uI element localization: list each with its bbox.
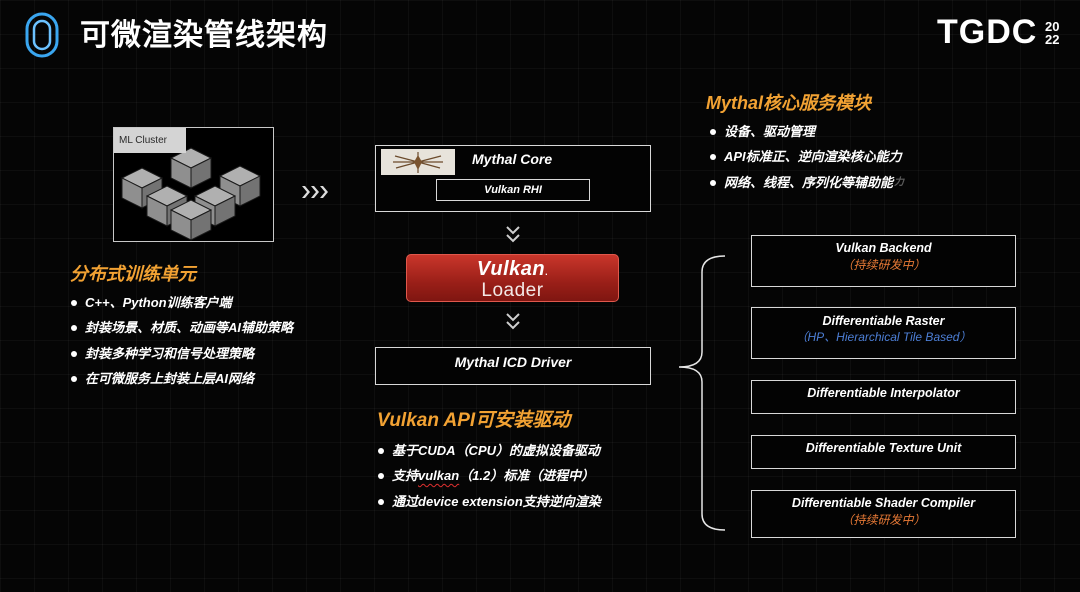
list-item-text: 在可微服务上封装上层AI网络: [85, 371, 255, 386]
driver-heading: Vulkan API可安装驱动: [377, 410, 571, 431]
bullet-icon: [378, 473, 384, 479]
list-item-text-suffix: （1.2）标准（进程中）: [459, 468, 595, 483]
brand-year-top: 20: [1045, 19, 1060, 34]
list-item-text: 网络、线程、序列化等辅助能: [724, 175, 894, 190]
module-status-note: （持续研发中）: [841, 513, 926, 527]
bullet-icon: [71, 325, 77, 331]
module-vulkan-backend: Vulkan Backend （持续研发中）: [751, 235, 1016, 287]
vulkan-logo-text: Vulkan: [476, 258, 546, 280]
curly-brace-icon: [678, 255, 726, 531]
list-item: 基于CUDA（CPU）的虚拟设备驱动: [378, 442, 600, 460]
bullet-icon: [710, 180, 716, 186]
module-title: Differentiable Raster: [822, 314, 945, 328]
cube-cluster-icon: [120, 147, 262, 241]
cube-shape: [169, 199, 213, 241]
bullet-icon: [378, 448, 384, 454]
module-detail-note: （HP、Hierarchical Tile Based）: [795, 330, 972, 344]
list-item: API标准正、逆向渲染核心能力: [710, 148, 902, 166]
module-title: Differentiable Texture Unit: [805, 441, 962, 455]
bullet-icon: [378, 499, 384, 505]
vulkan-rhi-box: Vulkan RHI: [436, 179, 590, 201]
list-item: 在可微服务上封装上层AI网络: [71, 370, 254, 388]
list-item-text: 通过device extension支持逆向渲染: [392, 494, 601, 509]
module-title: Vulkan Backend: [835, 241, 932, 255]
cube-shape: [169, 147, 213, 189]
list-item: C++、Python训练客户端: [71, 294, 232, 312]
list-item-text: 设备、驱动管理: [724, 124, 816, 139]
cube-face: [190, 209, 212, 241]
module-status-note: （持续研发中）: [841, 258, 926, 272]
mythal-emblem-image: [381, 149, 455, 175]
spellcheck-marked-word: vulkan: [418, 468, 460, 483]
bullet-icon: [71, 351, 77, 357]
list-item: 通过device extension支持逆向渲染: [378, 493, 601, 511]
chevron-down-icon: [506, 226, 520, 243]
list-item-text-tail: 力: [894, 177, 905, 188]
module-differentiable-shader-compiler: Differentiable Shader Compiler （持续研发中）: [751, 490, 1016, 538]
brand-logo-text: TGDC: [937, 13, 1038, 51]
bullet-icon: [710, 154, 716, 160]
brand-year: 20 22: [1045, 20, 1059, 46]
arrow-right-icon: [302, 186, 328, 198]
loader-label: Loader: [481, 280, 544, 301]
slide-title: 可微渲染管线架构: [80, 19, 328, 52]
vulkan-logo: Vulkan.: [407, 257, 618, 284]
core-services-heading: Mythal核心服务模块: [706, 93, 872, 113]
bullet-icon: [710, 129, 716, 135]
list-item: 网络、线程、序列化等辅助能力: [710, 174, 904, 192]
list-item-text: 封装场景、材质、动画等AI辅助策略: [85, 320, 294, 335]
list-item: 设备、驱动管理: [710, 123, 815, 141]
brand-year-bottom: 22: [1045, 32, 1060, 47]
mythal-icd-driver-box: Mythal ICD Driver: [375, 347, 651, 385]
module-title: Differentiable Interpolator: [807, 386, 960, 400]
list-item-text: API标准正、逆向渲染核心能力: [724, 149, 902, 164]
module-title: Differentiable Shader Compiler: [791, 496, 976, 510]
ml-cluster-label: ML Cluster: [114, 128, 186, 153]
ml-cluster-image: ML Cluster: [113, 127, 274, 242]
list-item-text: 封装多种学习和信号处理策略: [85, 346, 255, 361]
bullet-icon: [71, 376, 77, 382]
list-item-text: C++、Python训练客户端: [85, 295, 232, 310]
list-item: 封装场景、材质、动画等AI辅助策略: [71, 319, 293, 337]
vulkan-loader-box: Vulkan. Loader: [406, 254, 619, 302]
list-item-text: 基于CUDA（CPU）的虚拟设备驱动: [392, 443, 601, 458]
cube-face: [239, 175, 261, 207]
training-heading: 分布式训练单元: [70, 264, 196, 284]
bullet-icon: [71, 300, 77, 306]
list-item: 封装多种学习和信号处理策略: [71, 345, 254, 363]
module-differentiable-texture-unit: Differentiable Texture Unit: [751, 435, 1016, 469]
list-item-text-prefix: 支持: [392, 468, 419, 483]
chevron-down-icon: [506, 313, 520, 330]
module-differentiable-raster: Differentiable Raster （HP、Hierarchical T…: [751, 307, 1016, 359]
vulkan-logo-mark: .: [545, 267, 549, 277]
cube-face: [214, 195, 236, 227]
ring-logo-icon: [25, 12, 59, 58]
mythal-core-title: Mythal Core: [472, 151, 553, 167]
cube-face: [190, 157, 212, 189]
module-differentiable-interpolator: Differentiable Interpolator: [751, 380, 1016, 414]
